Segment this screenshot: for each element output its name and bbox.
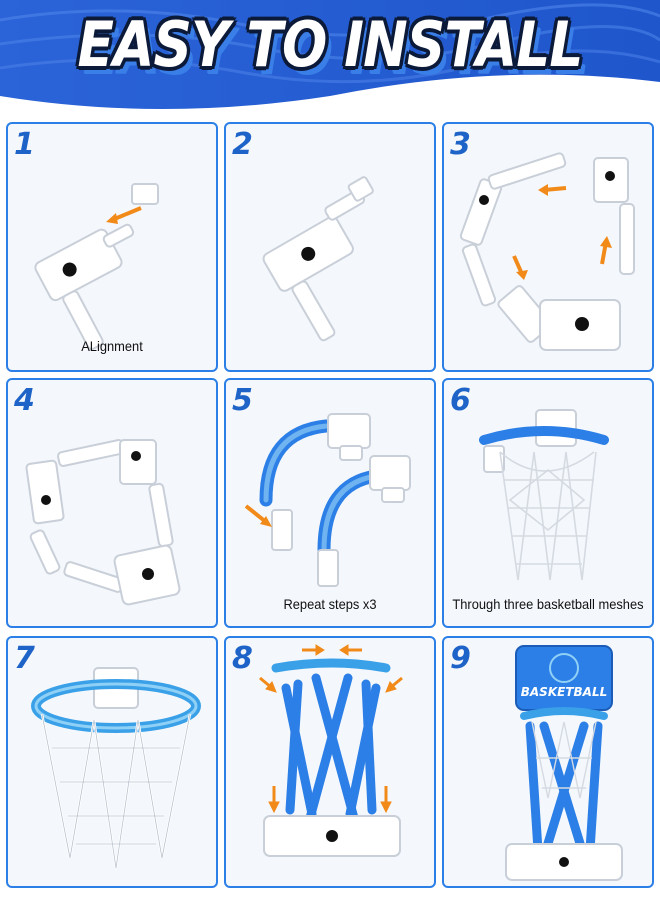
step-number: 9 [450,641,471,676]
step-caption: ALignment [81,338,143,354]
step-panel-3: 3 [442,122,654,372]
step-number: 6 [450,383,471,418]
step-panel-6: 6 Through three basketball meshes [442,378,654,628]
step-number: 7 [14,641,35,676]
step-6-illustration [479,409,609,581]
step-caption: Repeat steps x3 [283,596,377,612]
step-panel-1: 1 ALignment [6,122,218,372]
product-label: BASKETBALL [521,685,607,699]
step-8-illustration [259,644,403,857]
step-number: 4 [14,383,35,418]
step-number: 3 [450,127,471,162]
page-title: EASY TO INSTALL [77,8,584,81]
step-1-illustration [34,183,159,351]
step-panel-5: 5 Repeat steps x3 [224,378,436,628]
header-banner: EASY TO INSTALL [0,0,660,112]
step-number: 2 [232,127,253,162]
wave-background [0,0,660,109]
step-2-illustration [262,176,374,342]
step-panel-2: 2 [224,122,436,372]
step-7-illustration [31,667,201,869]
step-panel-8: 8 [224,636,436,888]
step-number: 5 [232,383,253,418]
step-number: 8 [232,641,253,676]
step-panel-4: 4 [6,378,218,628]
step-3-illustration [459,152,635,351]
step-9-illustration: BASKETBALL [505,645,623,881]
step-4-illustration [25,439,181,606]
step-5-illustration [244,413,411,587]
step-number: 1 [14,127,35,162]
step-caption: Through three basketball meshes [452,596,644,612]
step-panel-9: 9 BASKETBALL [442,636,654,888]
step-panel-7: 7 [6,636,218,888]
